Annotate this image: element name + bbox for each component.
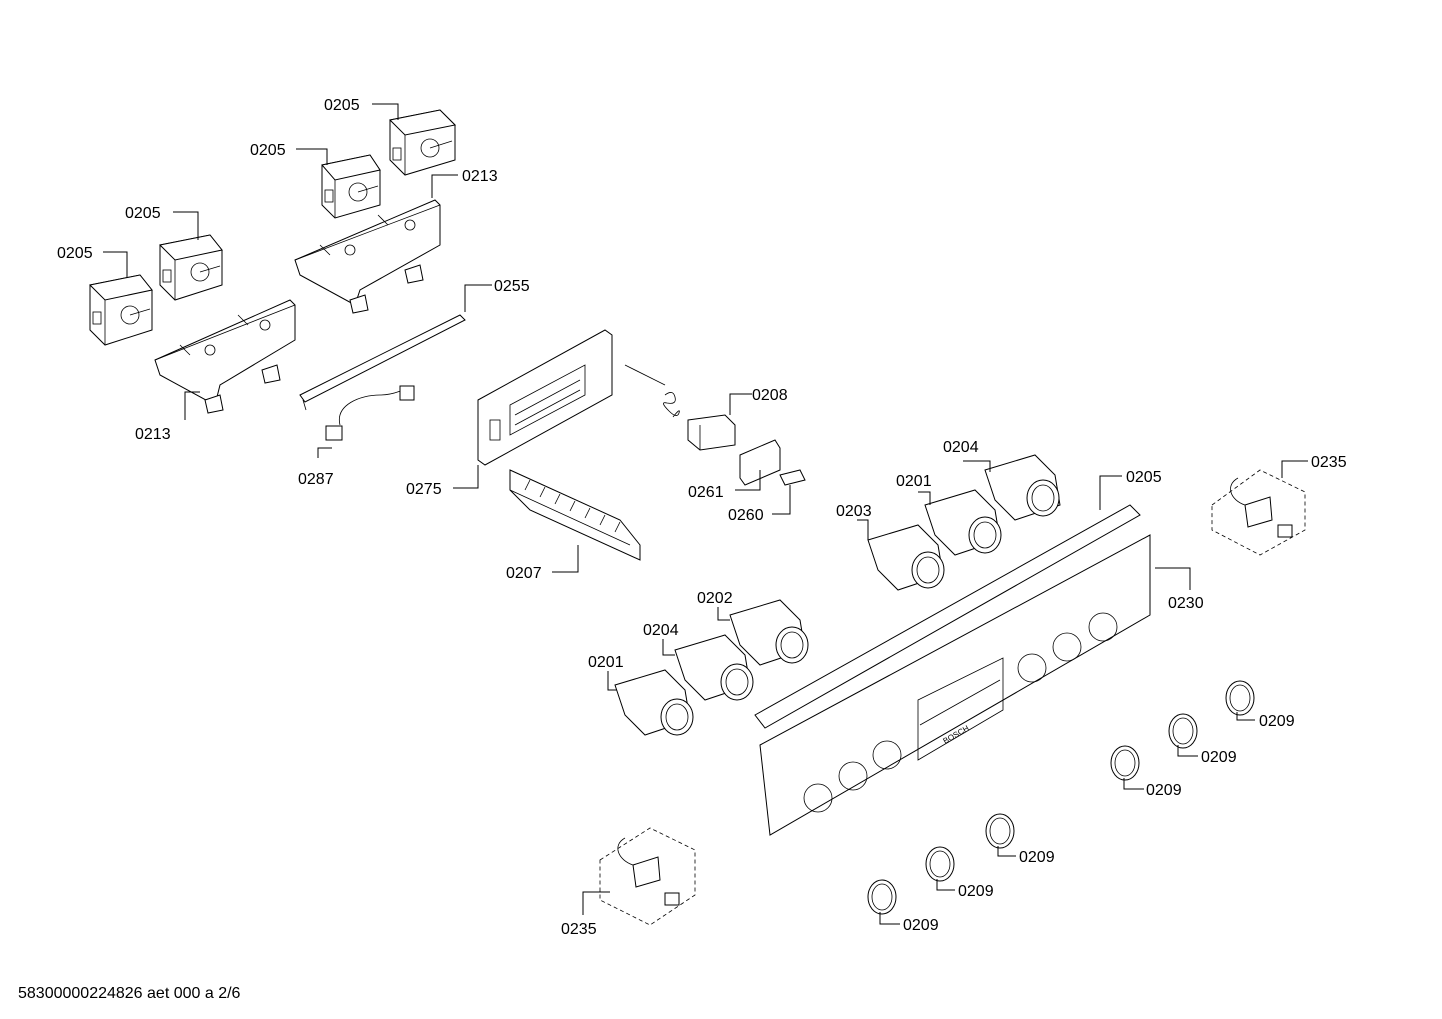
label-0235-left: 0235 bbox=[561, 921, 597, 938]
label-0213-lower: 0213 bbox=[135, 426, 171, 443]
label-0205-left-lower: 0205 bbox=[57, 245, 93, 262]
switch-module-0205-top-right bbox=[388, 109, 457, 176]
trim-strip-0205 bbox=[754, 504, 1141, 729]
control-module-0275 bbox=[477, 329, 613, 466]
label-0209-1: 0209 bbox=[1259, 713, 1295, 730]
switch-kit-0235-left bbox=[599, 827, 696, 926]
thermostat-0208 bbox=[624, 364, 736, 451]
switch-module-0205-left-lower bbox=[88, 274, 153, 346]
knob-shaft-0260 bbox=[779, 469, 806, 486]
rotary-knob-0204-upper bbox=[984, 454, 1061, 521]
ring-0209-1 bbox=[1225, 680, 1255, 716]
label-0230: 0230 bbox=[1168, 595, 1204, 612]
ring-0209-5 bbox=[925, 846, 955, 882]
label-0202: 0202 bbox=[697, 590, 733, 607]
label-0209-4: 0209 bbox=[1019, 849, 1055, 866]
bracket-0261 bbox=[739, 439, 781, 486]
switch-module-0205-left-upper bbox=[158, 234, 223, 301]
label-0209-5: 0209 bbox=[958, 883, 994, 900]
label-0203: 0203 bbox=[836, 503, 872, 520]
ring-0209-2 bbox=[1168, 713, 1198, 749]
rail-0255 bbox=[299, 314, 466, 411]
label-0209-6: 0209 bbox=[903, 917, 939, 934]
label-0260: 0260 bbox=[728, 507, 764, 524]
label-0201-upper: 0201 bbox=[896, 473, 932, 490]
label-0207: 0207 bbox=[506, 565, 542, 582]
bracket-0213-lower bbox=[154, 299, 296, 414]
label-0209-2: 0209 bbox=[1201, 749, 1237, 766]
label-0261: 0261 bbox=[688, 484, 724, 501]
label-0204-lower: 0204 bbox=[643, 622, 679, 639]
document-footer: 58300000224826 aet 000 a 2/6 bbox=[18, 985, 241, 1002]
label-0213-upper: 0213 bbox=[462, 168, 498, 185]
terminal-block-0207 bbox=[509, 469, 641, 561]
rotary-knob-0201-lower bbox=[614, 669, 694, 736]
label-0205-mid: 0205 bbox=[250, 142, 286, 159]
rotary-knob-0203 bbox=[867, 524, 945, 591]
ring-0209-4 bbox=[985, 813, 1015, 849]
label-0209-3: 0209 bbox=[1146, 782, 1182, 799]
label-0205-left-upper: 0205 bbox=[125, 205, 161, 222]
rotary-knob-0201-upper bbox=[924, 489, 1002, 556]
label-0287: 0287 bbox=[298, 471, 334, 488]
label-0235-right: 0235 bbox=[1311, 454, 1347, 471]
label-0275: 0275 bbox=[406, 481, 442, 498]
ring-0209-6 bbox=[867, 879, 897, 915]
rotary-knob-0202 bbox=[729, 599, 809, 666]
label-0204-upper: 0204 bbox=[943, 439, 979, 456]
label-0205-top-right: 0205 bbox=[324, 97, 360, 114]
rotary-knob-0204-lower bbox=[674, 634, 754, 701]
ring-0209-3 bbox=[1110, 745, 1140, 781]
switch-kit-0235-right bbox=[1211, 469, 1306, 556]
cable-0287 bbox=[325, 385, 415, 441]
label-0205-strip: 0205 bbox=[1126, 469, 1162, 486]
bracket-0213-upper bbox=[294, 199, 441, 314]
label-0208: 0208 bbox=[752, 387, 788, 404]
label-0201-lower: 0201 bbox=[588, 654, 624, 671]
leader-lines bbox=[103, 103, 1308, 925]
switch-module-0205-mid bbox=[321, 154, 381, 219]
label-0255: 0255 bbox=[494, 278, 530, 295]
